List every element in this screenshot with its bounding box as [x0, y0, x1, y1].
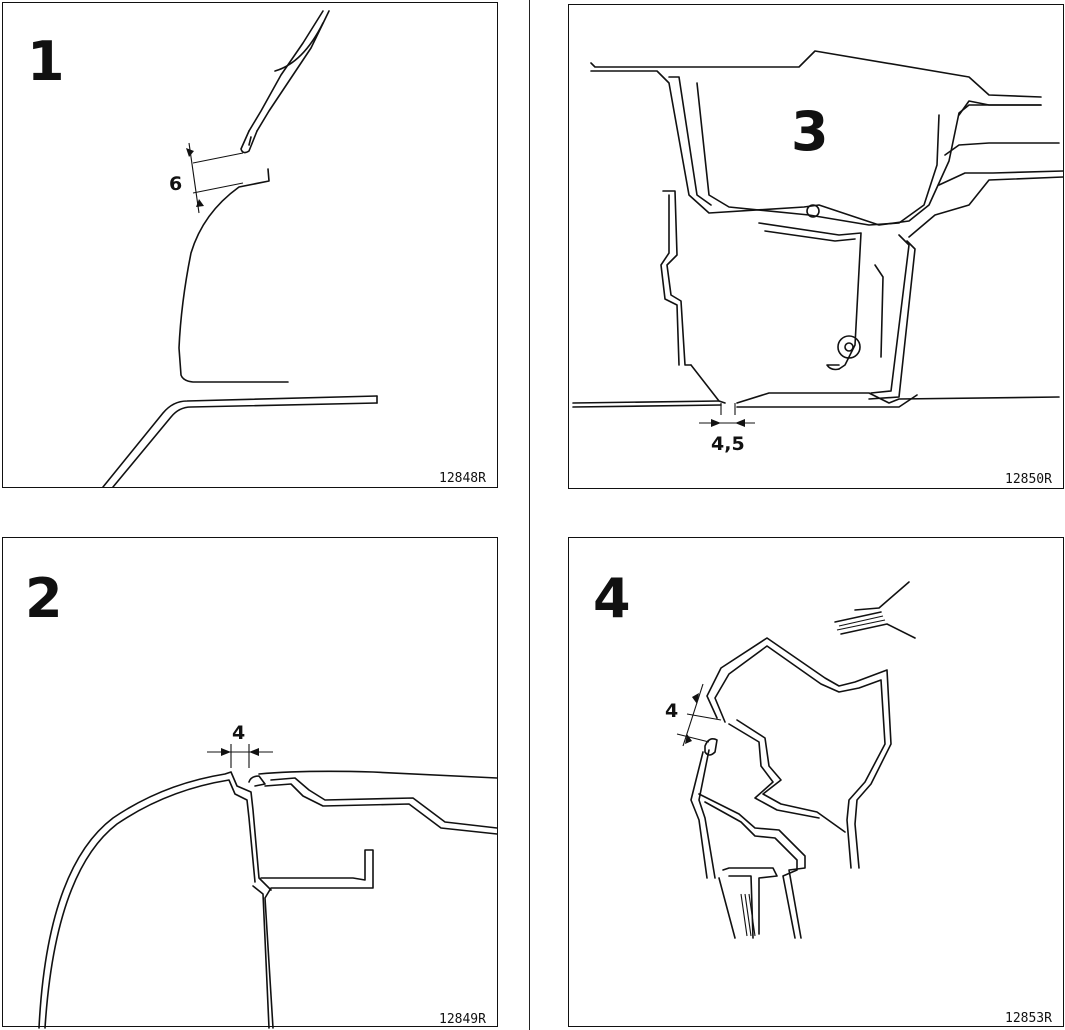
panel-2-number: 2 — [25, 567, 63, 630]
panel-2-dimension: 4 — [232, 722, 246, 744]
panel-1-dimension: 6 — [169, 173, 183, 195]
panel-3-drawing — [572, 50, 1064, 427]
panel-1-number: 1 — [27, 30, 65, 93]
panel-3-dimension: 4,5 — [711, 433, 745, 455]
panel-2-drawing — [38, 744, 498, 1029]
panel-3-number: 3 — [791, 100, 829, 163]
panel-4-number: 4 — [593, 567, 631, 630]
panel-2-reference: 12849R — [439, 1012, 486, 1027]
panel-4-reference: 12853R — [1005, 1011, 1052, 1026]
panel-1-drawing — [102, 10, 378, 488]
panel-4-drawing — [676, 581, 916, 939]
panel-2: 2 4 12849R — [2, 537, 498, 1029]
panel-1: 1 6 12848R — [2, 2, 498, 488]
panel-3-reference: 12850R — [1005, 472, 1052, 487]
center-divider — [529, 0, 530, 1030]
panel-3: 3 — [568, 4, 1064, 489]
panel-4-dimension: 4 — [665, 700, 679, 722]
panel-4: 4 — [568, 537, 1064, 1027]
panel-1-reference: 12848R — [439, 471, 486, 486]
